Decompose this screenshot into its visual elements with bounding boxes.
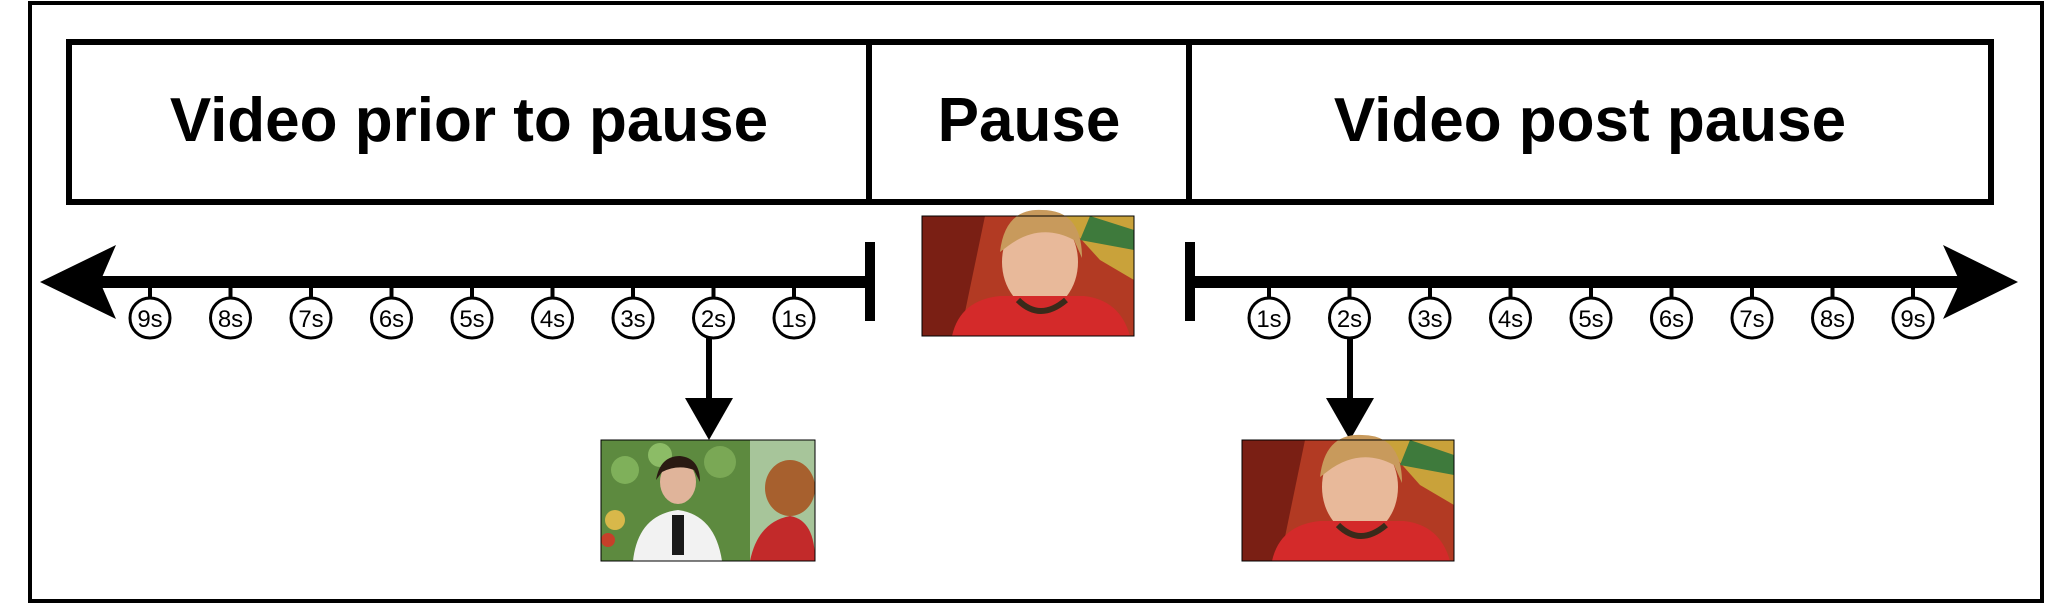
tick-circle	[1811, 296, 1854, 340]
prior-tick-4s: 4s	[531, 282, 574, 340]
prior-tick-8s: 8s	[209, 282, 252, 340]
tick-label: 3s	[1417, 306, 1442, 333]
tick-label: 1s	[781, 306, 806, 333]
tick-label: 1s	[1256, 306, 1281, 333]
tick-label: 6s	[379, 306, 404, 333]
header-row: Video prior to pause Pause Video post pa…	[66, 39, 1994, 205]
post-box	[1186, 39, 1994, 205]
post-tick-6s: 6s	[1650, 282, 1693, 340]
tick-circle	[450, 296, 494, 340]
tick-circle	[370, 296, 413, 340]
tick-circle	[1569, 296, 1613, 340]
post-tick-2s: 2s	[1328, 282, 1371, 340]
post-tick-4s: 4s	[1489, 282, 1532, 340]
pause-box	[866, 39, 1192, 205]
prior-frame-thumbnail	[600, 439, 816, 562]
post-frame-thumbnail	[1241, 434, 1455, 562]
post-tick-7s: 7s	[1730, 282, 1774, 340]
prior-timeline	[40, 242, 875, 321]
tick-circle	[1247, 296, 1291, 340]
tick-label: 9s	[137, 306, 162, 333]
post-tick-3s: 3s	[1408, 282, 1452, 340]
tick-label: 4s	[1498, 306, 1523, 333]
tick-label: 5s	[459, 306, 484, 333]
prior-arrowhead-icon	[40, 245, 116, 319]
post-pointer-head-icon	[1326, 398, 1374, 440]
prior-pointer-arrow	[685, 338, 733, 440]
post-label: Video post pause	[1334, 86, 1846, 155]
tick-label: 8s	[1820, 306, 1845, 333]
tick-circle	[1408, 296, 1452, 340]
prior-tick-1s: 1s	[772, 282, 816, 340]
tick-label: 6s	[1659, 306, 1684, 333]
tick-circle	[692, 296, 735, 340]
prior-tick-7s: 7s	[289, 282, 333, 340]
post-tick-8s: 8s	[1811, 282, 1854, 340]
tick-label: 7s	[1739, 306, 1764, 333]
prior-label: Video prior to pause	[170, 86, 768, 155]
prior-tick-9s: 9s	[128, 282, 172, 340]
tick-label: 2s	[1337, 306, 1362, 333]
post-pointer-arrow	[1326, 338, 1374, 440]
pause-label: Pause	[938, 86, 1121, 155]
tick-circle	[611, 296, 655, 340]
tick-label: 3s	[620, 306, 645, 333]
prior-tick-markers: 9s 8s 7s 6s 5s 4s 3s 2s 1s	[128, 282, 816, 340]
post-timeline	[1185, 242, 2018, 321]
prior-tick-5s: 5s	[450, 282, 494, 340]
prior-pointer-head-icon	[685, 398, 733, 440]
pause-frame-thumbnail	[921, 209, 1135, 337]
post-tick-1s: 1s	[1247, 282, 1291, 340]
tick-circle	[128, 296, 172, 340]
tick-circle	[1891, 296, 1935, 340]
tick-circle	[1650, 296, 1693, 340]
tick-label: 9s	[1900, 306, 1925, 333]
tick-label: 2s	[701, 306, 726, 333]
prior-tick-2s: 2s	[692, 282, 735, 340]
tick-label: 8s	[218, 306, 243, 333]
tick-label: 7s	[298, 306, 323, 333]
prior-tick-6s: 6s	[370, 282, 413, 340]
prior-box	[66, 39, 872, 205]
tick-circle	[1730, 296, 1774, 340]
post-tick-9s: 9s	[1891, 282, 1935, 340]
tick-circle	[1489, 296, 1532, 340]
tick-label: 4s	[540, 306, 565, 333]
post-tick-5s: 5s	[1569, 282, 1613, 340]
post-tick-markers: 1s 2s 3s 4s 5s 6s 7s 8s 9s	[1247, 282, 1935, 340]
tick-circle	[289, 296, 333, 340]
tick-circle	[531, 296, 574, 340]
post-arrowhead-icon	[1943, 245, 2018, 319]
tick-circle	[772, 296, 816, 340]
tick-circle	[209, 296, 252, 340]
prior-tick-3s: 3s	[611, 282, 655, 340]
tick-label: 5s	[1578, 306, 1603, 333]
